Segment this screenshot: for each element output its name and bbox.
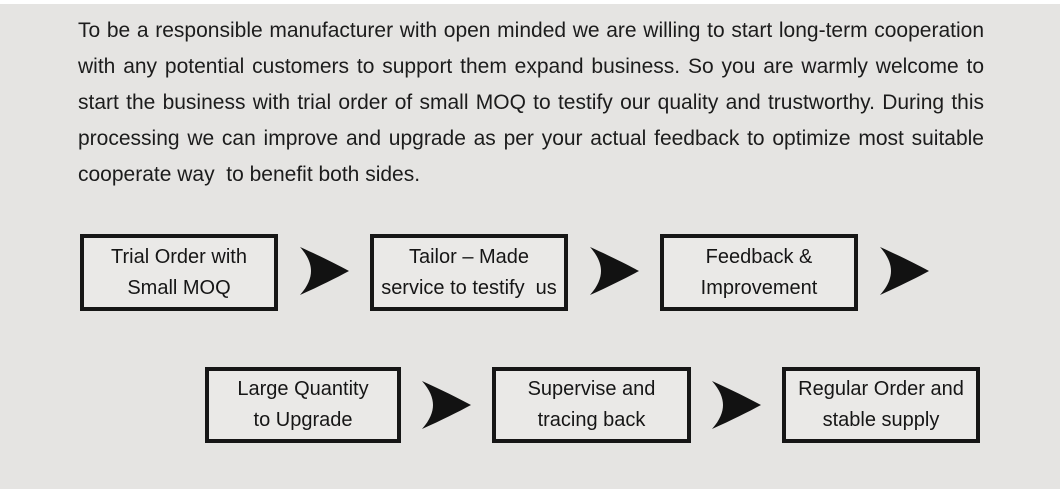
flow-box-label: tracing back <box>537 409 646 431</box>
arrow-right-icon <box>878 247 930 295</box>
paragraph-line: To be a responsible manufacturer with op… <box>78 19 984 42</box>
arrow-right-icon <box>420 381 472 429</box>
paragraph-line: processing we can improve and upgrade as… <box>78 127 984 150</box>
flow-box-label: Trial Order with <box>111 245 247 268</box>
top-white-strip <box>0 0 1060 4</box>
flow-box-large-quantity: Large Quantity to Upgrade <box>205 367 401 443</box>
arrow-right-icon <box>298 247 350 295</box>
flow-box-label: Feedback & <box>705 245 813 268</box>
paragraph-line: start the business with trial order of s… <box>78 91 984 114</box>
flow-box-label: service to testify us <box>381 276 557 299</box>
flow-box-label: to Upgrade <box>253 409 353 431</box>
flow-box-feedback-improvement: Feedback & Improvement <box>660 234 858 311</box>
flow-box-regular-order: Regular Order and stable supply <box>782 367 980 443</box>
flow-box-trial-order: Trial Order with Small MOQ <box>80 234 278 311</box>
arrow-right-icon <box>710 381 762 429</box>
flow-box-label: Supervise and <box>527 378 656 400</box>
flow-box-label: Regular Order and <box>798 378 964 400</box>
flow-box-supervise-tracing: Supervise and tracing back <box>492 367 691 443</box>
arrow-right-icon <box>588 247 640 295</box>
flow-box-label: Improvement <box>700 276 818 299</box>
paragraph-line: cooperate way to benefit both sides. <box>78 163 421 186</box>
flow-box-label: Large Quantity <box>237 378 369 400</box>
flow-box-label: Small MOQ <box>127 276 231 299</box>
intro-paragraph: To be a responsible manufacturer with op… <box>78 13 984 193</box>
flow-box-label: Tailor – Made <box>408 245 530 268</box>
flow-box-label: stable supply <box>822 409 940 431</box>
paragraph-line: with any potential customers to support … <box>78 55 984 78</box>
flow-box-tailor-made: Tailor – Made service to testify us <box>370 234 568 311</box>
